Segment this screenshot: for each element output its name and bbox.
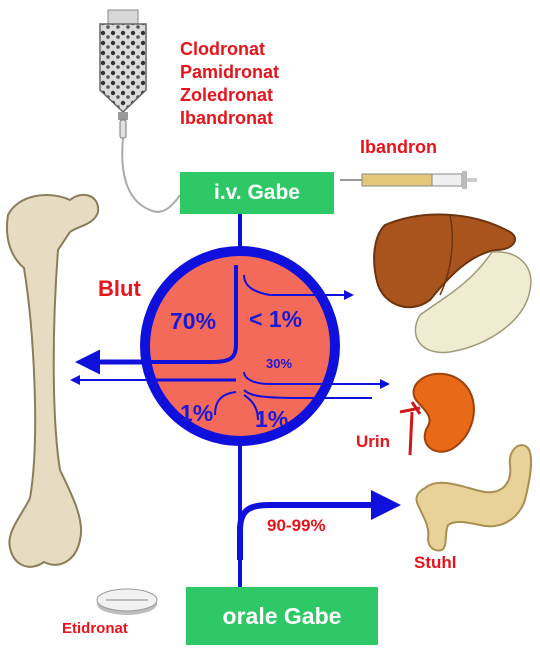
intestine-icon	[416, 445, 531, 550]
iv-bag-icon	[100, 10, 180, 212]
iv-drug-list: Clodronat Pamidronat Zoledronat Ibandron…	[180, 38, 279, 130]
syringe-label: Ibandron	[360, 137, 437, 158]
pct-top-right: < 1%	[249, 306, 302, 333]
kidney-icon	[400, 374, 474, 455]
oral-path-pct: 90-99%	[267, 516, 326, 536]
tablet-icon	[97, 589, 157, 615]
drug-pamidronat: Pamidronat	[180, 61, 279, 84]
pct-top-left: 70%	[170, 308, 216, 335]
blood-label: Blut	[98, 276, 141, 302]
iv-route-box: i.v. Gabe	[180, 172, 334, 214]
tablet-label: Etidronat	[62, 620, 128, 637]
flow-lines	[72, 214, 395, 587]
drug-clodronat: Clodronat	[180, 38, 279, 61]
liver-icon	[374, 215, 531, 353]
pct-bottom-right: 1%	[255, 406, 288, 433]
syringe-icon	[340, 171, 477, 189]
pct-bottom-left: 1%	[180, 400, 213, 427]
drug-zoledronat: Zoledronat	[180, 84, 279, 107]
oral-route-box: orale Gabe	[186, 587, 378, 645]
stool-label: Stuhl	[414, 553, 457, 573]
drug-ibandronat: Ibandronat	[180, 107, 279, 130]
urine-label: Urin	[356, 432, 390, 452]
pct-mid-right: 30%	[266, 356, 292, 371]
